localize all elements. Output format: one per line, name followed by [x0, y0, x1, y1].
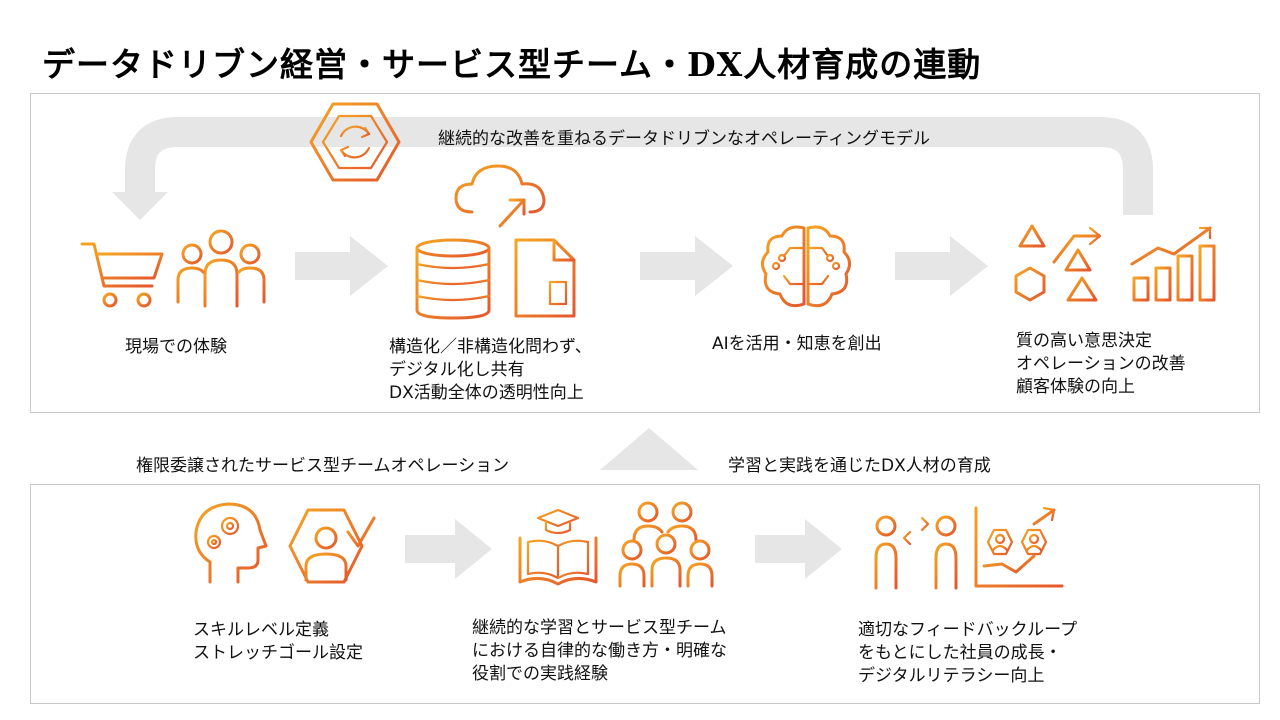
step-label-line: 顧客体験の向上: [1016, 377, 1135, 397]
database-icon: [412, 238, 494, 320]
step-label-line: 現場での体験: [125, 337, 227, 357]
flow-arrow-4: [405, 519, 492, 579]
step-label-line: DX活動全体の透明性向上: [389, 383, 584, 403]
person-check-icon: [286, 508, 376, 586]
loop-label: 継続的な改善を重ねるデータドリブンなオペレーティングモデル: [438, 129, 930, 149]
team-icon: [618, 500, 714, 588]
talent-growth-chart-icon: [972, 504, 1064, 590]
document-icon: [512, 236, 580, 320]
step-label-line: 質の高い意思決定: [1016, 331, 1152, 351]
shopping-cart-icon: [80, 238, 166, 310]
step-label-line: における自律的な働き方・明確な: [472, 641, 727, 661]
step-label-line: デジタル化し共有: [389, 360, 525, 380]
step-label-line: AIを活用・知恵を創出: [712, 334, 882, 354]
step-label-field-experience: 現場での体験: [125, 336, 227, 359]
ai-brain-icon: [758, 222, 854, 312]
flow-arrow-2: [640, 236, 733, 296]
step-label-skill-definition: スキルレベル定義 ストレッチゴール設定: [193, 619, 363, 665]
flow-arrow-5: [755, 519, 842, 579]
connector-up-arrow: [600, 428, 698, 470]
head-gears-icon: [190, 500, 272, 586]
step-label-line: 役割での実践経験: [472, 664, 608, 684]
service-team-label: 権限委譲されたサービス型チームオペレーション: [136, 456, 510, 476]
step-label-continuous-learning: 継続的な学習とサービス型チーム における自律的な働き方・明確な 役割での実践経験: [472, 617, 727, 686]
loop-arrow: [125, 117, 1153, 215]
page-title: データドリブン経営・サービス型チーム・DX人材育成の連動: [42, 45, 982, 84]
step-label-line: 適切なフィードバックループ: [858, 620, 1078, 640]
step-label-line: をもとにした社員の成長・: [858, 643, 1062, 663]
flow-arrow-3: [895, 236, 988, 296]
step-label-line: 継続的な学習とサービス型チーム: [472, 618, 727, 638]
step-label-line: スキルレベル定義: [193, 620, 329, 640]
flow-arrow-1: [295, 236, 388, 296]
step-label-line: オペレーションの改善: [1016, 354, 1186, 374]
step-label-line: ストレッチゴール設定: [193, 643, 363, 663]
cloud-upload-icon: [452, 160, 548, 232]
people-group-icon: [172, 228, 270, 310]
continuous-cycle-icon: [305, 100, 405, 184]
feedback-exchange-icon: [872, 514, 962, 590]
shapes-transform-icon: [1014, 222, 1106, 304]
growth-chart-icon: [1128, 224, 1216, 304]
step-label-feedback-growth: 適切なフィードバックループ をもとにした社員の成長・ デジタルリテラシー向上: [858, 619, 1077, 688]
step-label-digitize-share: 構造化／非構造化問わず、 デジタル化し共有 DX活動全体の透明性向上: [389, 336, 592, 405]
step-label-line: デジタルリテラシー向上: [858, 666, 1045, 686]
dx-talent-label: 学習と実践を通じたDX人材の育成: [728, 456, 991, 476]
step-label-line: 構造化／非構造化問わず、: [389, 337, 592, 357]
loop-arrow-head: [112, 192, 168, 220]
step-label-decision-improvement: 質の高い意思決定 オペレーションの改善 顧客体験の向上: [1016, 330, 1186, 399]
book-graduation-icon: [512, 508, 604, 588]
step-label-ai-wisdom: AIを活用・知恵を創出: [712, 333, 882, 356]
